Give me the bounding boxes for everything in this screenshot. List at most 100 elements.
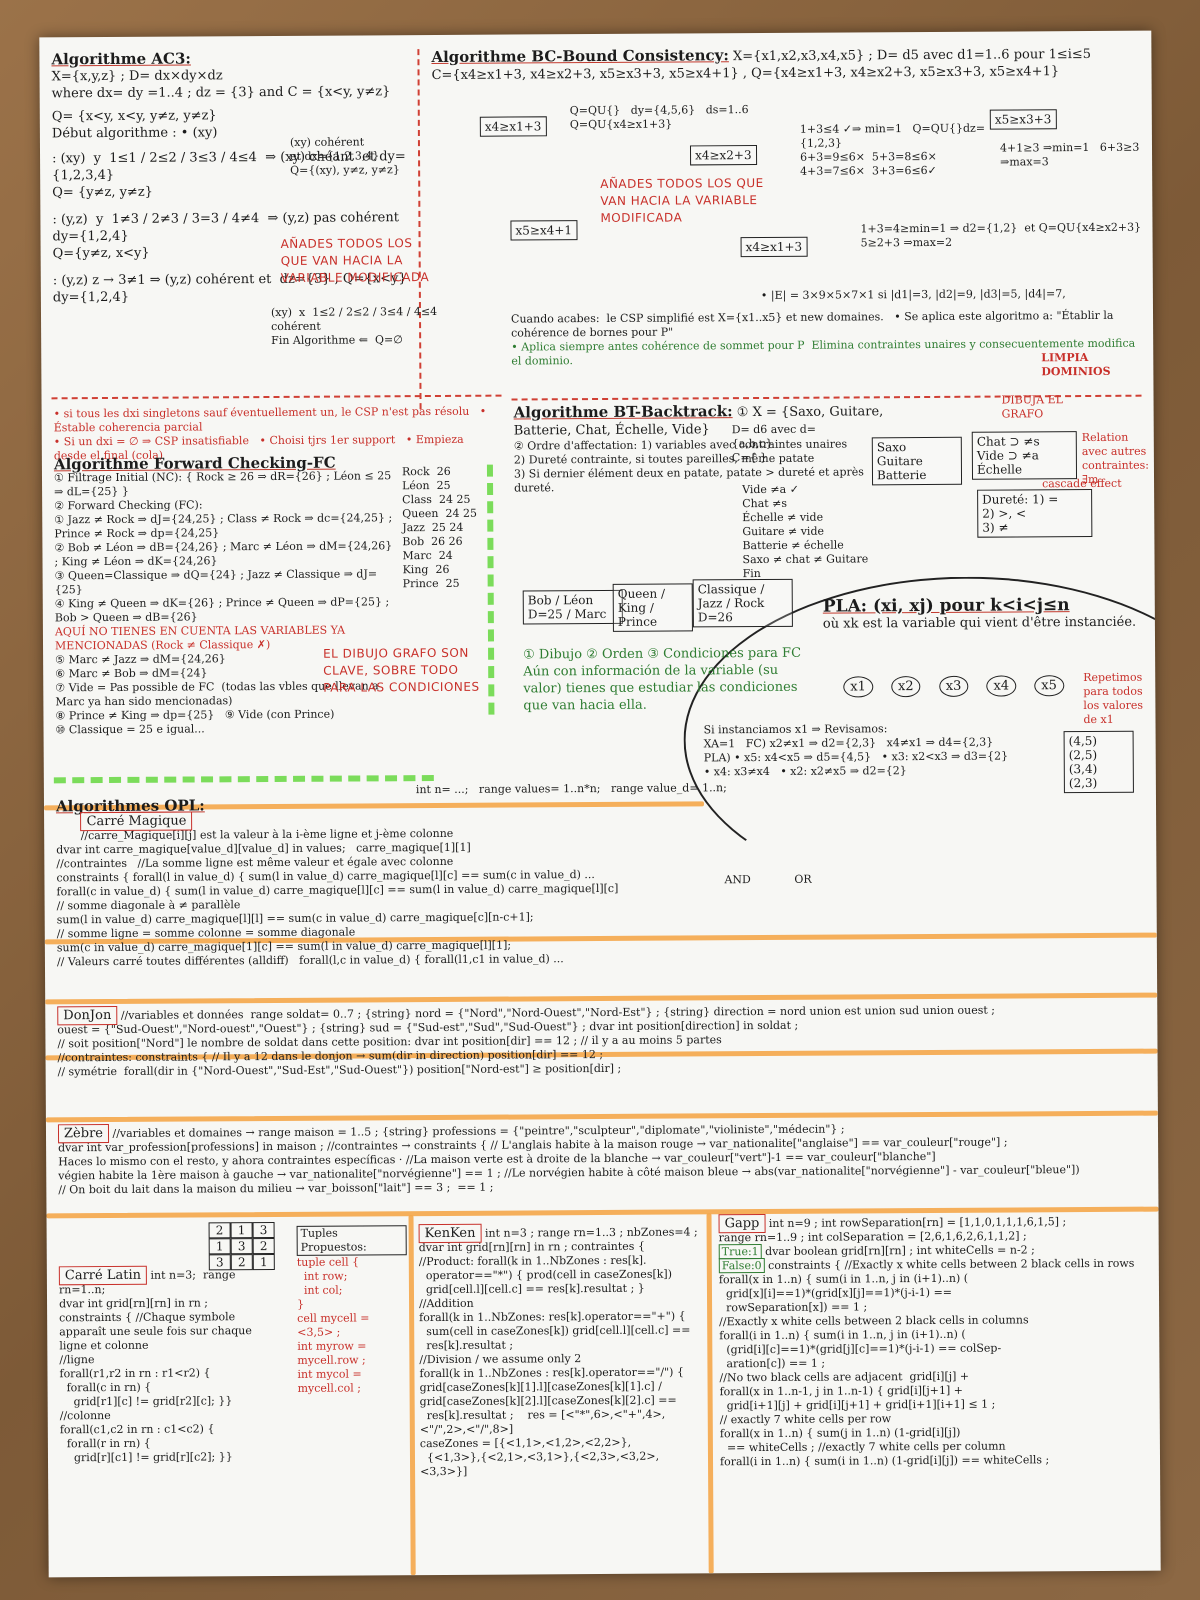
kenken-line: int n=3 ; range rn=1..3 ; nbZones=4 ; [484,1225,698,1240]
fc-var: Class [402,493,432,507]
bool-false: False:0 [718,1258,765,1274]
latin-cell: 1 [230,1222,253,1239]
fc-var: Marc [402,549,432,563]
fc-var: Léon [402,479,430,493]
bt-tree-node: Échelle ≠ vide [742,510,824,525]
fc-val: 25 [445,576,460,590]
pla-line: où xk est la variable qui vient d'être i… [822,614,1137,632]
bt-graph-node: Vide ⊃ ≠a [976,448,1039,463]
fc-val: 26 [436,464,451,478]
bt-durete-box: Dureté: 1) = 2) >, < 3) ≠ [977,488,1093,538]
tag-carre-magique: Carré Magique [80,811,193,832]
bt-tree-node: Batterie ≠ échelle [742,538,844,553]
ac3-line: X={x,y,z} ; D= dx×dy×dz [51,68,223,85]
fc-val: 24 [438,492,453,506]
bc-annotation: AÑADES TODOS LOS QUE VAN HACIA LA VARIAB… [600,175,764,225]
bt-domain: D= d6 avec d={a,b,c} C={ } [732,422,852,465]
fc-line: ① Jazz ≠ Rock ⇒ dJ={24,25} ; Class ≠ Roc… [54,511,396,541]
latin-cell: 2 [208,1222,231,1239]
tag-donjon: DonJon [57,1005,118,1026]
bc-when: Cuando acabes: le CSP simplifié est X={x… [510,308,1117,340]
bc-calc: 4+1≥3 ⇒min=1 6+3≥3 ⇒max=3 [1000,141,1150,170]
orange-divider [45,1110,1158,1123]
ac3-warning-line: • si tous les dxi singletons sauf éventu… [53,404,490,435]
bc-line: 5≥2+3 ⇒max=2 [860,235,953,250]
or-label: OR [794,872,812,886]
fc-line: ⑩ Classique = 25 e igual... [55,722,205,737]
bt-graph-node: Chat ⊃ ≠s [976,434,1040,449]
tag-kenken: KenKen [418,1223,482,1244]
fc-val: 26 [431,534,446,549]
and-or-diagram: AND OR [724,873,844,888]
fc-val: 24 [449,520,464,534]
kenken-line: operator=="*") { prod(cell in caseZones[… [418,1267,673,1283]
bc-constraint-box: x4≥x2+3 [689,145,757,166]
latin-line: grid[r][c1] != grid[r][c2]; }} [59,1450,233,1465]
bc-section: Algorithme BC-Bound Consistency: X={x1,x… [431,45,1141,84]
pla-pair: (2,5) [1068,747,1098,763]
bc-title: Algorithme BC-Bound Consistency: [431,46,729,67]
latin-cell: 3 [208,1254,231,1271]
orange-divider [706,1213,714,1574]
bc-calc: • |E| = 3×9×5×7×1 si |d1|=3, |d2|=9, |d3… [760,287,1066,303]
ac3-side: Q={(xy), y≠z, y≠z} [290,163,400,177]
orange-divider [408,1215,416,1576]
fc-graph-box: Queen / King / Prince [612,583,693,632]
kenken-line: res[k].resultat ; res = [<"*",6>,<"+",4>… [419,1407,666,1437]
pla-steps: Si instanciamos x1 ⇒ Revisamos: XA=1 FC)… [704,721,1064,779]
fc-line: ① Filtrage Initial (NC): { Rock ≥ 26 ⇒ d… [53,469,395,499]
and-label: AND [724,873,751,887]
divider-dashed [417,49,422,410]
fc-line: ② Bob ≠ Léon ⇒ dB={24,26} ; Marc ≠ Léon … [54,539,396,569]
latin-line: //ligne [59,1353,95,1367]
tuples-line: int myrow = mycell.row ; [297,1339,371,1367]
bt-graph-node: Saxo [876,440,907,455]
bt-line: C={ } [731,450,768,465]
bt-durete: Dureté: 1) = [982,492,1059,507]
pla-pair: (4,5) [1068,733,1098,749]
latin-cell: 1 [208,1238,231,1255]
ac3-line: where dx= dy =1..4 ; dz = {3} and C = {x… [51,84,391,102]
ac3-side-notes: (xy) cohérent et dx={1,2,3,4} Q={(xy), y… [290,135,415,178]
fc-graph-box: Classique / Jazz / Rock D=26 [692,578,793,628]
gapp-line: dvar boolean grid[rn][rn] ; int whiteCel… [765,1243,1035,1258]
fc-val: 25 [431,520,446,535]
bc-line: 1+3=4≥min=1 ⇒ d2={1,2} et Q=QU{x4≥x2+3} [860,220,1142,236]
fc-var: Prince [402,576,439,591]
tuples-note: Tuples Propuestos: tuple cell { int row;… [296,1225,408,1396]
fc-method-panel: ① Dibujo ② Orden ③ Condiciones para FC A… [523,645,813,715]
bt-durete: 3) ≠ [982,520,1009,535]
fc-val: 25 [456,492,471,506]
gapp-section: Gapp int n=9 ; int rowSeparation[rn] = [… [718,1213,1156,1470]
ac3-line: Q= {x<y, x<y, y≠z, y≠z} [51,108,217,125]
notes-sheet: Algorithme AC3: X={x,y,z} ; D= dx×dy×dz … [39,30,1161,1578]
bt-annotation: DIBUJA EL GRAFO [1001,393,1064,421]
fc-line: ③ Queen=Classique ⇒ dQ={24} ; Jazz ≠ Cla… [54,567,378,597]
pla-line: • x4: x3≠x4 • x2: x2≠x5 ⇒ d2={2} [703,764,907,779]
zebre-section: Zèbre //variables et domaines → range ma… [57,1121,1148,1198]
tag-gapp: Gapp [718,1213,766,1234]
fc-domain-table: Rock 26 Léon 25 Class 24 25 Queen 24 25 … [402,465,493,592]
fc-val: 24 [445,506,460,520]
fc-panel-line: Aún con información de la variable (su v… [523,662,802,714]
gapp-line: constraints { //Exactly x white cells be… [768,1256,1135,1272]
bt-title: Algorithme BT-Backtrack: [513,402,733,422]
pla-node: x2 [890,676,921,698]
kenken-section: KenKen int n=3 ; range rn=1..3 ; nbZones… [418,1223,706,1479]
pla-title: PLA: (xi, xj) pour k<i<j≤n [822,595,1070,617]
bc-line: 4+1≥3 ⇒min=1 6+3≥3 ⇒max=3 [999,140,1143,169]
fc-var: Rock [401,465,430,479]
kenken-line: sum(cell in caseZones[k]) grid[cell.l][c… [419,1323,691,1339]
latin-line: forall(c in rn) { [59,1380,152,1395]
latin-cell: 3 [230,1238,253,1255]
pla-node: x3 [938,675,969,697]
bt-tree-node: Saxo ≠ chat ≠ Guitare [742,552,869,567]
fc-annotation: EL DIBUJO GRAFO SON CLAVE, SOBRE TODO PA… [323,645,480,695]
tuples-line: int row; [296,1269,348,1283]
bc-calc: 1+3=4≥min=1 ⇒ d2={1,2} et Q=QU{x4≥x2+3} … [860,221,1150,251]
latin-cell: 2 [252,1237,275,1255]
pla-node: x1 [843,676,873,698]
fc-val: 25 [436,478,451,492]
fc-line: ④ King ≠ Queen ⇒ dK={26} ; Prince ≠ Quee… [54,595,393,625]
pla-node: x5 [1034,675,1064,697]
